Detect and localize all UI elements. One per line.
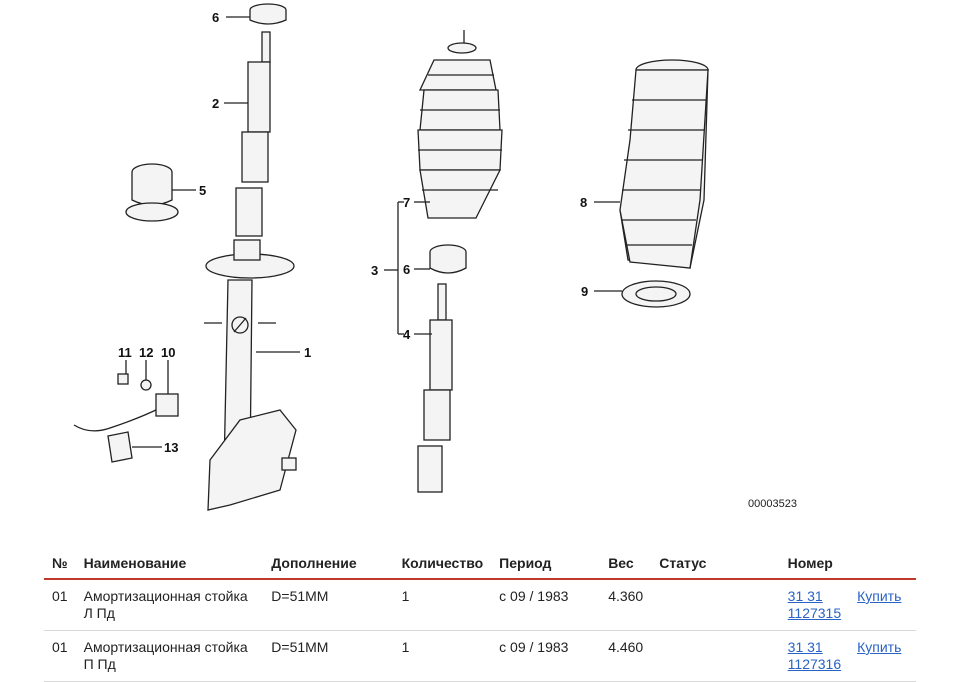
- cell-period: с 09 / 1983: [491, 630, 601, 682]
- cell-no: 01: [44, 579, 76, 631]
- col-header-extra: Дополнение: [263, 548, 394, 580]
- col-header-no: №: [44, 548, 76, 580]
- cell-name: Амортизационная стойка Л Пд: [75, 579, 264, 631]
- callout-3: 3: [371, 263, 378, 278]
- damper-rod-drawing: [235, 31, 271, 237]
- buy-link[interactable]: Купить: [857, 588, 902, 604]
- cell-weight: 4.360: [600, 579, 652, 631]
- protective-boot-right-drawing: [619, 59, 709, 269]
- col-header-number: Номер: [779, 548, 850, 580]
- cell-qty: 1: [393, 579, 492, 631]
- callout-13: 13: [164, 440, 178, 455]
- leader-lines: [125, 16, 622, 448]
- callout-4: 4: [403, 327, 411, 342]
- col-header-action: [849, 548, 916, 580]
- callout-6-center: 6: [403, 262, 410, 277]
- cell-action: Купить: [849, 630, 916, 682]
- callout-6-top: 6: [212, 10, 219, 25]
- bump-stop-drawing: [125, 163, 179, 222]
- protective-boot-drawing: [417, 30, 503, 219]
- cell-period: с 09 / 1983: [491, 579, 601, 631]
- cell-extra: D=51MM: [263, 579, 394, 631]
- table-header-row: № Наименование Дополнение Количество Пер…: [44, 548, 916, 580]
- parts-diagram: 6 2 5 1 11 12 10 13 7 3 6 4 8 9 00003523: [73, 3, 797, 511]
- part-number-line1: 31 31: [787, 588, 823, 604]
- col-header-qty: Количество: [393, 548, 492, 580]
- callout-5: 5: [199, 183, 206, 198]
- cell-extra: D=51MM: [263, 630, 394, 682]
- cell-status: [651, 579, 780, 631]
- cell-qty: 1: [393, 630, 492, 682]
- callout-12: 12: [139, 345, 153, 360]
- group-bracket-3: [384, 201, 432, 335]
- cell-name: Амортизационная стойка П Пд: [75, 630, 264, 682]
- diagram-code: 00003523: [748, 498, 797, 510]
- spring-seat-ring-drawing: [621, 280, 691, 308]
- col-header-weight: Вес: [600, 548, 652, 580]
- sensor-assembly-drawing: [73, 373, 179, 463]
- callout-10: 10: [161, 345, 175, 360]
- callout-1: 1: [304, 345, 311, 360]
- buy-link[interactable]: Купить: [857, 639, 902, 655]
- callout-labels: 6 2 5 1 11 12 10 13 7 3 6 4 8 9: [118, 10, 588, 455]
- table-row: 01 Амортизационная стойка Л Пд D=51MM 1 …: [44, 579, 916, 631]
- part-number-line2: 1127315: [787, 605, 842, 621]
- part-number-line2: 1127316: [787, 656, 842, 672]
- callout-11: 11: [118, 345, 132, 360]
- cell-weight: 4.460: [600, 630, 652, 682]
- cell-no: 01: [44, 630, 76, 682]
- cell-status: [651, 630, 780, 682]
- table-row: 01 Амортизационная стойка П Пд D=51MM 1 …: [44, 630, 916, 682]
- bump-cap-center-drawing: [429, 244, 467, 274]
- callout-8: 8: [580, 195, 587, 210]
- damper-insert-drawing: [417, 283, 453, 493]
- col-header-period: Период: [491, 548, 601, 580]
- callout-9: 9: [581, 284, 588, 299]
- col-header-name: Наименование: [75, 548, 264, 580]
- parts-table: № Наименование Дополнение Количество Пер…: [44, 548, 916, 682]
- callout-7: 7: [403, 195, 410, 210]
- bump-cap-top-drawing: [249, 3, 287, 25]
- callout-2: 2: [212, 96, 219, 111]
- part-number-line1: 31 31: [787, 639, 823, 655]
- strut-housing-drawing: [204, 239, 297, 511]
- col-header-status: Статус: [651, 548, 780, 580]
- cell-action: Купить: [849, 579, 916, 631]
